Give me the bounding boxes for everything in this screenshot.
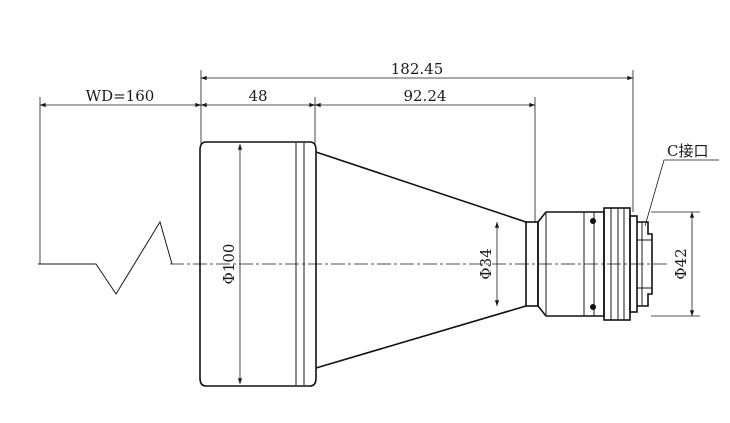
label-working-distance: WD=160 [86,87,155,105]
working-distance-break-line [38,220,173,295]
label-front-diameter: Φ100 [220,244,238,285]
label-front-barrel: 48 [248,87,267,105]
label-c-mount: C接口 [667,142,708,160]
front-barrel [199,141,317,387]
label-total-length: 182.45 [391,60,444,78]
c-mount-leader [644,159,719,227]
conical-body [315,151,527,369]
label-cone-length: 92.24 [404,87,447,105]
label-mount-diameter: Φ42 [672,248,690,279]
label-neck-diameter: Φ34 [477,248,495,279]
extension-lines [39,70,700,317]
c-mount-section [603,207,653,321]
